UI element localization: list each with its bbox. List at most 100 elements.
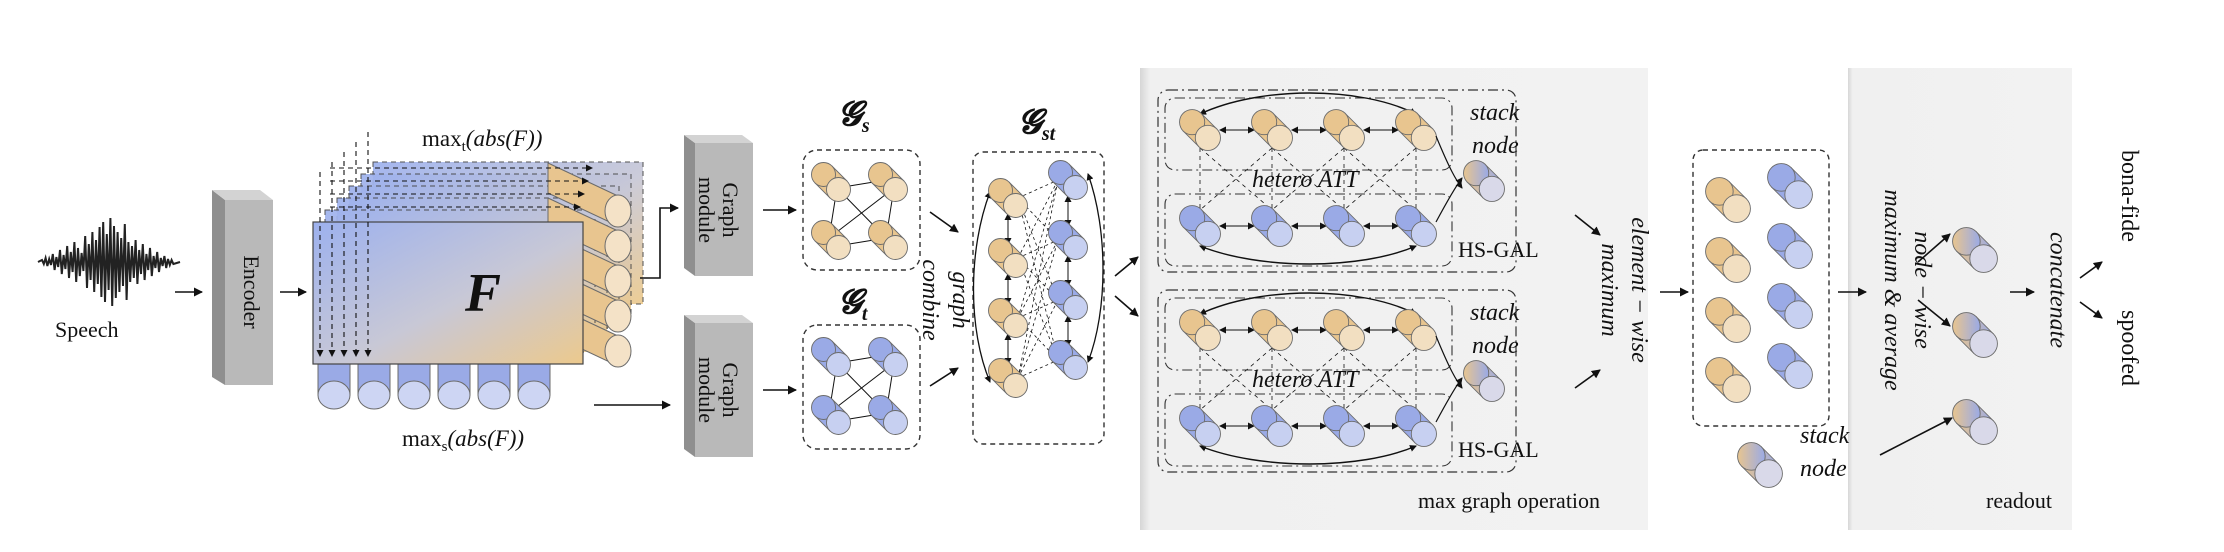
graph-edge [828,362,895,414]
hs-gal-label: HS-GAL [1458,237,1539,262]
stack-node-output-label-1: stack [1800,423,1850,449]
blue-node [1179,405,1221,447]
blue-node [1251,205,1293,247]
arrow-bona-fide [2079,261,2103,279]
arrow-stack-readout [1879,417,1953,456]
readout-node [1952,227,1998,273]
arrow-readout-top [1917,233,1951,263]
graph-edge [1017,359,1059,379]
graph-node [988,298,1028,338]
output-graph-box [1692,149,1830,427]
blue-node [1395,205,1437,247]
max-t-label: maxt(abs(F)) [422,126,542,155]
tan-node [1251,109,1293,151]
stack-node [1737,442,1783,488]
graph-node [868,395,908,435]
graph-edge [1017,257,1059,361]
graph-edge [1017,299,1059,379]
stack-node-label: stack [1470,300,1520,326]
stack-node-output-label-2: node [1800,456,1847,482]
stack-node-label: stack [1470,100,1520,126]
tan-node [1251,309,1293,351]
graph-edge [1017,197,1059,301]
blue-node [1767,223,1813,269]
graph-node [868,162,908,202]
graph-edge [1435,377,1463,423]
gst-combined-graph [972,160,1104,398]
graph-node [988,238,1028,278]
blue-node [1323,205,1365,247]
readout-nodes [1952,227,1998,445]
spoofed-label: spoofed [2116,310,2142,386]
tan-node [1705,357,1751,403]
graph-edge [1435,335,1463,389]
blue-node [1767,163,1813,209]
speech-label: Speech [55,317,119,342]
graph-edge [1017,179,1059,379]
hetero-att-label: hetero ATT [1252,167,1360,193]
blue-subgraph-box [1164,393,1453,467]
encoder-label: Encoder [239,255,264,329]
encoder-block: Encoder [212,190,273,385]
graph-edge [972,191,992,383]
blue-subgraph-box [1164,193,1453,267]
feature-map-cube [312,132,644,410]
feature-label: F [464,262,501,322]
tan-node [1179,309,1221,351]
gs-graph-box [802,149,921,271]
graph-module-bottom: Graphmodule [684,315,753,457]
graph-edge [1199,292,1417,315]
graph-edge [1435,135,1463,189]
graph-edge [1017,179,1059,259]
graph-node [868,220,908,260]
max-s-label: maxs(abs(F)) [402,426,524,455]
hs-gal-block-bottom: stack node hetero ATT HS-GAL [1157,289,1539,473]
tan-node [1323,309,1365,351]
bona-fide-label: bona-fide [2116,150,2142,242]
arrow-gst-hsgal-bottom [1114,295,1139,317]
arrow-to-graph-module-top [640,203,679,279]
hs-gal-label: HS-GAL [1458,437,1539,462]
graph-edge [1017,299,1059,319]
speech-waveform-icon [37,217,181,307]
graph-node [868,337,908,377]
arrow-gs-combine [929,211,959,233]
graph-edge [1017,179,1059,199]
stack-node [1463,360,1505,402]
blue-node [1767,343,1813,389]
arrow-bottom-elementwise [1574,369,1601,389]
graph-edge [1199,92,1417,115]
max-graph-operation-label: max graph operation [1418,488,1600,513]
stack-node-label: node [1472,333,1519,359]
graph-edge [1199,244,1417,265]
graph-node [1048,340,1088,380]
element-wise-maximum-label: element − wisemaximum [1596,217,1652,363]
arrow-top-elementwise [1574,214,1601,236]
graph-node [988,358,1028,398]
tan-subgraph-box [1164,297,1453,371]
max-graph-panel [1140,68,1648,530]
arrow-gst-hsgal-top [1114,256,1139,277]
blue-node [1323,405,1365,447]
gt-graph-box [802,324,921,450]
tan-node [1705,297,1751,343]
blue-node [1251,405,1293,447]
hetero-att-label: hetero ATT [1252,367,1360,393]
arrow-spoofed [2079,301,2103,319]
svg-text:Graphmodule: Graphmodule [694,357,743,423]
gt-temporal-graph [811,337,908,435]
graph-node [811,162,851,202]
readout-label: readout [1986,488,2052,513]
graph-edge [1435,177,1463,223]
tan-subgraph-box [1164,97,1453,171]
gs-label: 𝓖s [838,96,870,137]
blue-node [1767,283,1813,329]
tan-node [1395,109,1437,151]
graph-node [811,337,851,377]
tan-node [1179,109,1221,151]
blue-node [1179,205,1221,247]
graph-edge [1017,239,1059,259]
